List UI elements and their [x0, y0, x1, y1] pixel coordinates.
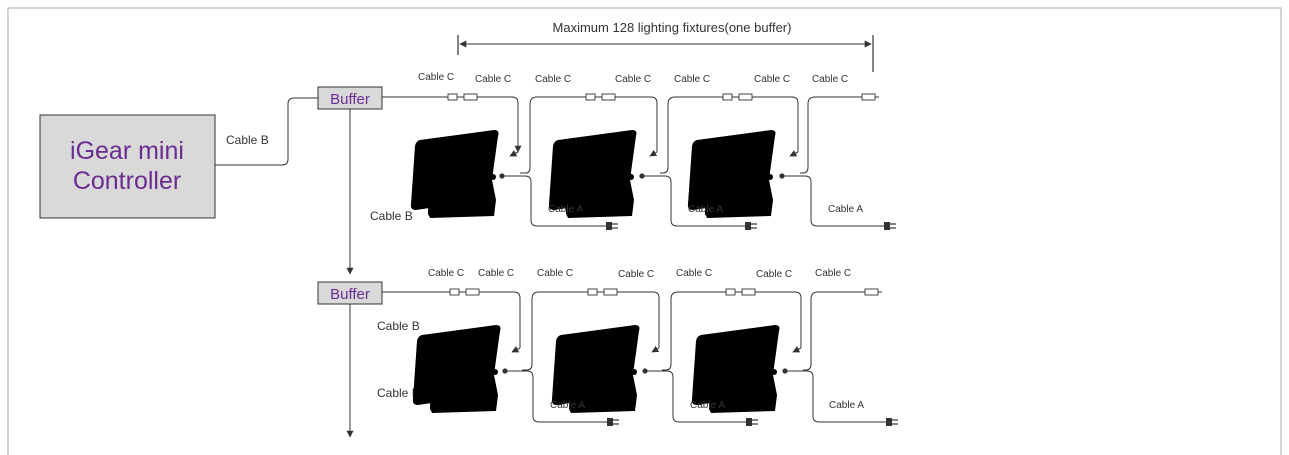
cable-c-label: Cable C [674, 74, 710, 85]
buffer-box-1: Buffer [317, 86, 383, 110]
controller-box: iGear mini Controller [39, 114, 216, 219]
cable-c-connector [449, 288, 480, 296]
power-cable [782, 368, 898, 426]
cable-c-label: Cable C [428, 268, 464, 279]
cable-a-label: Cable A [690, 400, 725, 411]
buffer-box-2: Buffer [317, 281, 383, 305]
diagram-title: Maximum 128 lighting fixtures(one buffer… [553, 20, 792, 35]
cable-b-label: Cable B [226, 133, 269, 147]
cable-c-label: Cable C [812, 74, 848, 85]
cable-c-label: Cable C [475, 74, 511, 85]
cable-c-label: Cable C [418, 72, 454, 83]
cable-c-label: Cable C [756, 269, 792, 280]
flood-light-fixture [412, 325, 501, 413]
power-cable [779, 173, 896, 230]
cable-c-connector [585, 93, 616, 101]
buffer-label-2: Buffer [330, 286, 370, 303]
controller-label-line2: Controller [73, 167, 181, 195]
cable-c-label: Cable C [535, 74, 571, 85]
max-fixtures-dimension: Maximum 128 lighting fixtures(one buffer… [457, 20, 874, 72]
cable-c-label: Cable C [537, 268, 573, 279]
power-cable [642, 368, 758, 426]
cable-b-label: Cable B [377, 319, 420, 333]
cable-c-connector [587, 288, 618, 296]
cable-c-label: Cable C [754, 74, 790, 85]
cable-b-label: Cable B [377, 386, 420, 400]
power-cable [639, 173, 757, 230]
cable-a-label: Cable A [829, 400, 864, 411]
cable-c-label: Cable C [676, 268, 712, 279]
cable-c-connector [861, 93, 879, 101]
cable-c-label: Cable C [478, 268, 514, 279]
cable-c-connector [722, 93, 753, 101]
power-cable [502, 368, 619, 426]
flood-light-fixture [410, 130, 499, 218]
controller-to-buffer-cable [215, 97, 318, 166]
cable-c-label: Cable C [618, 269, 654, 280]
controller-label-line1: iGear mini [70, 137, 184, 165]
buffer-label-1: Buffer [330, 91, 370, 108]
fixture-row-2: Cable C Cable C Cable C Cable C Cable C … [382, 268, 898, 426]
cable-a-label: Cable A [550, 400, 585, 411]
cable-c-label: Cable C [815, 268, 851, 279]
cable-a-label: Cable A [688, 204, 723, 215]
cable-a-label: Cable A [548, 204, 583, 215]
cable-c-connector [447, 93, 478, 101]
fixture-row-1: Cable C Cable C Cable C Cable C Cable C … [382, 72, 896, 230]
cable-c-connector [725, 288, 756, 296]
cable-a-label: Cable A [828, 204, 863, 215]
outer-frame [7, 7, 1282, 455]
cable-b-label: Cable B [370, 209, 413, 223]
cable-c-connector [864, 288, 882, 296]
cable-c-label: Cable C [615, 74, 651, 85]
power-cable [499, 173, 618, 230]
